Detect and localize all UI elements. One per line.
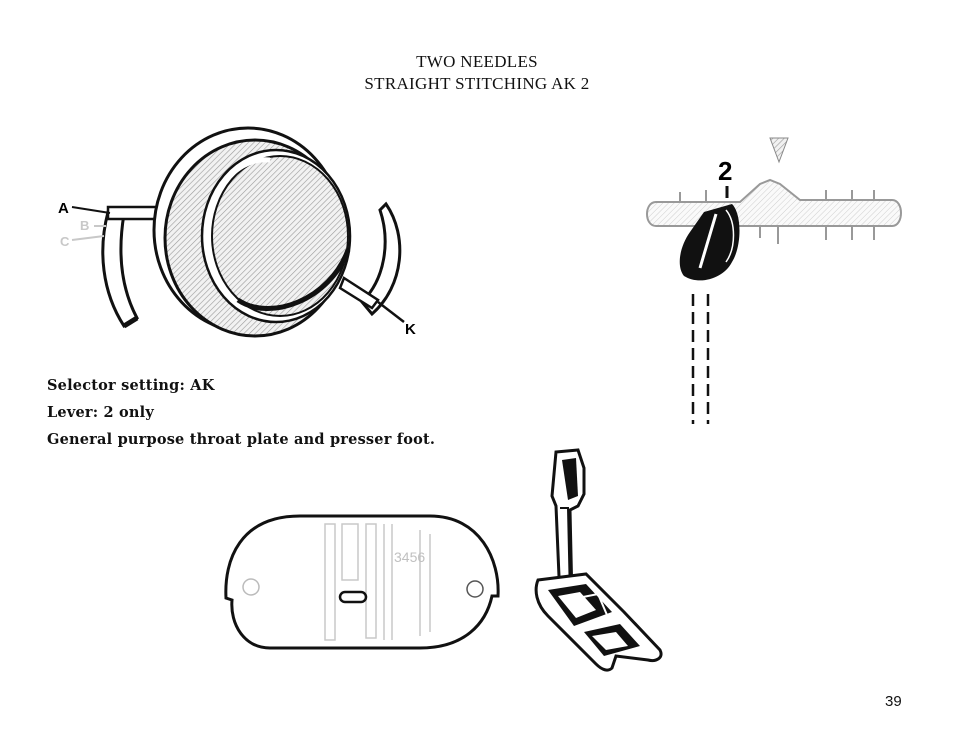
throat-plate xyxy=(224,514,500,650)
lever-number: 2 xyxy=(718,156,732,186)
plate-markings: 3456 xyxy=(394,549,425,565)
lever-setting-text: Lever: 2 only xyxy=(47,404,154,421)
indicator-triangle-icon xyxy=(769,137,789,164)
dial-label-b: B xyxy=(80,218,89,233)
dial-label-a: A xyxy=(58,200,69,217)
plate-screw-hole-right xyxy=(466,580,484,598)
page-title-line-2: STRAIGHT STITCHING AK 2 xyxy=(364,74,590,93)
right-guide-arc xyxy=(359,201,402,317)
page-title-line-1: TWO NEEDLES xyxy=(416,52,538,71)
selector-setting-text: Selector setting: AK xyxy=(47,377,215,394)
lever-handle xyxy=(679,204,740,281)
plate-screw-hole-left xyxy=(242,578,260,596)
dial-label-k: K xyxy=(405,321,416,338)
presser-foot xyxy=(534,448,663,672)
needle-slot xyxy=(338,590,368,604)
page-number: 39 xyxy=(885,693,902,710)
plate-foot-text: General purpose throat plate and presser… xyxy=(47,431,436,448)
dial-label-c: C xyxy=(60,234,70,249)
